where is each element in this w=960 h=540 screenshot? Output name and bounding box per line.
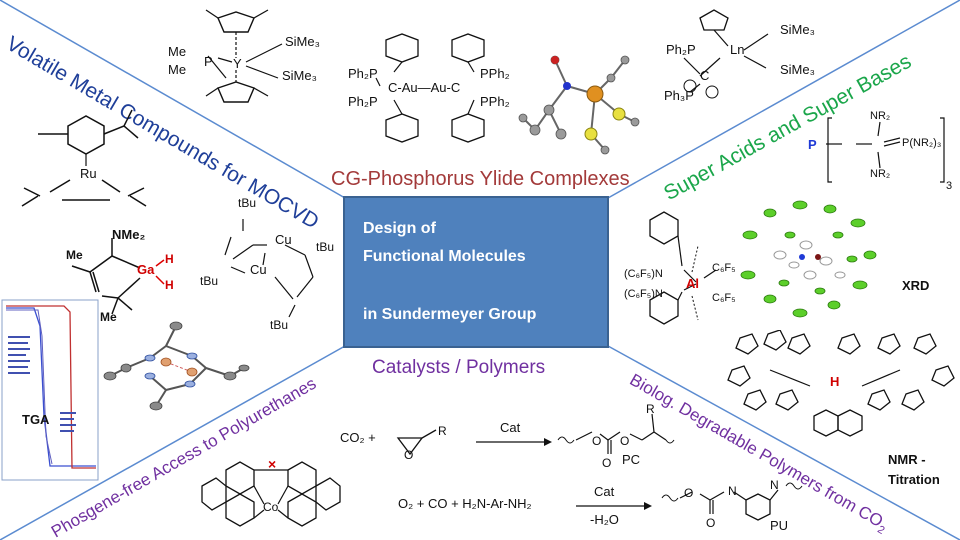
center-title-box: Design of Functional Molecules in Sunder… — [343, 196, 609, 348]
au-pph2-top: PPh₂ — [480, 66, 510, 81]
y-me-bottom: Me — [168, 62, 187, 77]
pc-label: PC — [622, 452, 641, 467]
divider-top-right — [607, 0, 960, 199]
pc-o-2: O — [620, 434, 630, 448]
au-pph2-bottom: PPh₂ — [480, 94, 510, 109]
cu-label-1: Cu — [275, 232, 292, 247]
y-p-label: P — [204, 54, 213, 69]
y-simes3-bottom: SiMe₃ — [282, 68, 317, 83]
epoxide-structure — [396, 429, 437, 456]
al-label: Al — [686, 276, 699, 291]
y-me-top: Me — [168, 44, 187, 59]
pu-o-1: O — [684, 486, 694, 500]
reaction1-co2: CO₂ + — [340, 430, 376, 445]
yttrium-structure — [205, 9, 283, 103]
reaction2-cat: Cat — [594, 484, 615, 499]
phosphazene-pnr2: P(NR₂)₃ — [902, 137, 942, 149]
ga-label: Ga — [137, 262, 155, 277]
ga-structure — [71, 238, 165, 315]
cu-tbu-2: tBu — [316, 240, 335, 254]
center-title-line3: in Sundermeyer Group — [363, 306, 537, 323]
phosphazene-structure — [826, 117, 945, 183]
pc-r: R — [646, 402, 655, 416]
au-ph2p-bottom: Ph₂P — [348, 94, 378, 109]
phosphazene-sub3: 3 — [946, 180, 953, 192]
cu-tbu-3: tBu — [200, 274, 219, 288]
y-simes3-top: SiMe₃ — [285, 34, 320, 49]
phosphazene-p-blue: P — [808, 137, 817, 152]
epoxide-r: R — [438, 424, 447, 438]
pu-nh-1: N — [728, 484, 737, 498]
pc-o-3: O — [602, 456, 612, 470]
gold-dimer-structure — [375, 33, 485, 143]
ga-h-bottom: H — [165, 278, 174, 292]
ln-ph2p: Ph₂P — [666, 42, 696, 57]
tga-label: TGA — [22, 412, 50, 427]
proton-sponge-structure — [727, 330, 955, 437]
au-ph2p-top: Ph₂P — [348, 66, 378, 81]
center-title-line2: Functional Molecules — [363, 248, 526, 265]
cu-xray-structure — [103, 321, 250, 411]
ln-label: Ln — [730, 42, 745, 57]
nme2-label: NMe₂ — [112, 227, 146, 242]
me-ga-top: Me — [66, 248, 83, 262]
al-c6f5-1: (C₆F₅)N — [624, 268, 663, 280]
cu-tbu-1: tBu — [238, 196, 257, 210]
sponge-h-label: H — [830, 374, 840, 389]
nmr-label-1: NMR - — [888, 452, 926, 467]
y-label: Y — [233, 56, 242, 71]
xrd-label: XRD — [902, 278, 930, 293]
co-phen-structure — [201, 461, 341, 527]
divider-bottom-left — [0, 345, 346, 540]
ln-ylide-structure — [683, 9, 769, 99]
heading-cg-phosphorus: CG-Phosphorus Ylide Complexes — [331, 168, 630, 190]
al-c6f5-3: C₆F₅ — [712, 262, 736, 274]
ball-stick-molecule — [518, 55, 640, 155]
co-label: Co — [263, 500, 279, 514]
ln-simes3-top: SiMe₃ — [780, 22, 815, 37]
ga-h-top: H — [165, 252, 174, 266]
reaction2-minus-h2o: -H₂O — [590, 512, 619, 527]
al-c6f5-4: C₆F₅ — [712, 292, 736, 304]
phosphazene-nr2-bottom: NR₂ — [870, 168, 891, 180]
al-structure — [649, 211, 717, 325]
reaction2-arrow — [576, 502, 652, 510]
ln-ylide-c: C — [700, 68, 710, 83]
cu-tbu-4: tBu — [270, 318, 289, 332]
reaction1-arrow — [476, 438, 552, 446]
co-red-x: × — [268, 456, 277, 472]
phosphazene-nr2-top: NR₂ — [870, 110, 891, 122]
ln-ph3p: Ph₃P — [664, 88, 694, 103]
epoxide-o: O — [404, 448, 414, 462]
divider-top-left — [0, 0, 346, 199]
pc-o-1: O — [592, 434, 602, 448]
me-ga-bottom: Me — [100, 310, 117, 324]
pu-label: PU — [770, 518, 789, 533]
ru-arene-structure — [21, 109, 147, 207]
divider-bottom-right — [607, 345, 960, 540]
ln-simes3-bottom: SiMe₃ — [780, 62, 815, 77]
reaction1-cat: Cat — [500, 420, 521, 435]
tga-plot — [1, 299, 99, 481]
al-c6f5-2: (C₆F₅)N — [624, 288, 663, 300]
pu-nh-2: N — [770, 478, 779, 492]
heading-catalysts: Catalysts / Polymers — [372, 357, 546, 378]
pu-o-2: O — [706, 516, 716, 530]
xrd-ellipsoid-structure — [740, 200, 877, 318]
au-core: C-Au—Au-C — [388, 80, 461, 95]
ru-label: Ru — [80, 166, 97, 181]
pu-structure — [661, 482, 803, 521]
reaction2-reactants: O₂ + CO + H₂N-Ar-NH₂ — [398, 496, 532, 511]
cu-label-2: Cu — [250, 262, 267, 277]
cu-structure — [224, 219, 314, 318]
nmr-label-2: Titration — [888, 472, 940, 487]
center-title-line1: Design of — [363, 220, 436, 237]
pc-structure — [557, 413, 675, 454]
